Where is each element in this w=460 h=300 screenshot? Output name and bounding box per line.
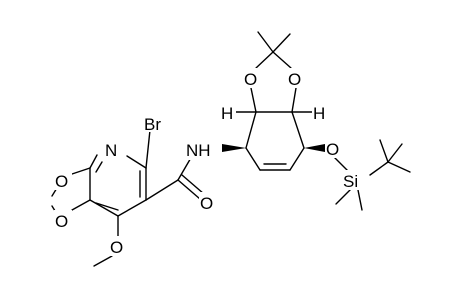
atom-o-silyl-ether: O [326, 140, 339, 159]
atom-br: Br [144, 115, 161, 134]
atom-si: Si [343, 172, 358, 191]
atom-o-carbonyl: O [200, 194, 213, 213]
bond-o-left-cq [255, 51, 274, 69]
bond-si-me-b [357, 189, 363, 211]
bond-c3a-o3 [71, 199, 91, 211]
bond-cq-me2 [272, 33, 291, 53]
atom-o-dioxolane-right: O [288, 70, 301, 89]
bond-ctbu-me3 [379, 139, 389, 163]
bond-c6-c1 [245, 111, 257, 149]
bond-c6-c-amide [145, 179, 179, 201]
bond-ctbu-me2 [387, 161, 411, 173]
atom-o-ring-a: O [55, 172, 68, 191]
atom-n-pyridine: N [105, 141, 117, 160]
bond-o-right-cq [272, 51, 292, 69]
bond-n-c7a-inner [95, 161, 103, 173]
bond-cq-me1 [257, 31, 274, 53]
bond-si-me-a [335, 187, 353, 205]
atom-labels: N Br NH O O O O O O H H O Si [54, 68, 369, 257]
bond-n-c7a [89, 154, 98, 169]
atom-o-ring-b: O [55, 212, 68, 231]
wedge-c1-nh [222, 144, 246, 152]
bond-c7a-o1 [71, 167, 91, 175]
bond-o-si [333, 156, 349, 172]
bond-ctbu-me1 [387, 143, 403, 163]
bond-c3a-c7-inner [95, 202, 119, 211]
bond-c3a-c7 [89, 199, 119, 217]
bond-c7-c6 [117, 199, 147, 217]
bond-c5-br [145, 129, 151, 169]
atom-nh: NH [186, 141, 211, 160]
bond-c6-o-left [250, 87, 257, 113]
wedge-c4-o [304, 144, 325, 152]
atom-h-right: H [313, 104, 325, 123]
atom-o-dioxolane-left: O [244, 70, 257, 89]
bond-o-methoxy-ch3 [93, 255, 113, 267]
wedge-bonds [222, 144, 325, 152]
bond-c4-c5 [291, 111, 305, 149]
bond-c5-o-right [291, 87, 297, 113]
bond-c-amide-o2 [181, 174, 205, 195]
bond-c-amide-o1 [177, 179, 201, 200]
atom-h-left: H [221, 104, 233, 123]
bond-c3-c4 [289, 147, 305, 171]
atom-o-methoxy: O [110, 238, 123, 257]
bond-si-ctbu [369, 161, 389, 176]
bond-c1-c2 [245, 147, 261, 171]
bond-c5-n [126, 155, 147, 169]
